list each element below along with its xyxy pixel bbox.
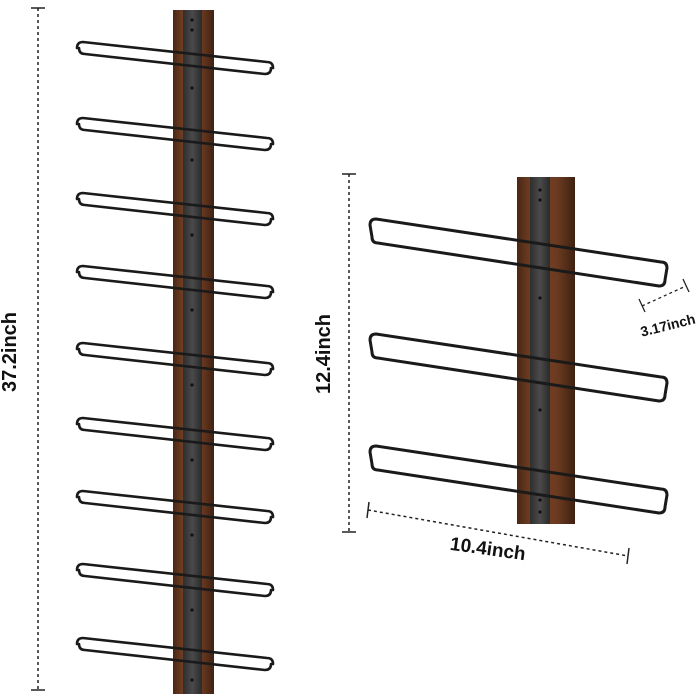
tall-rack-rail xyxy=(75,341,275,377)
short-rack-metal-strip xyxy=(530,177,550,524)
dimension-depth: 3.17inch xyxy=(638,278,697,340)
tall-rack-screw xyxy=(190,233,194,237)
short-rack-screw xyxy=(538,408,542,412)
short-rack-rails xyxy=(368,217,669,515)
tall-rack-rail xyxy=(75,191,275,227)
tall-rack-screws xyxy=(190,18,194,682)
short-rack-screws xyxy=(538,188,542,514)
short-wine-rack xyxy=(368,177,669,524)
tall-rack-screw xyxy=(190,458,194,462)
short-rack-screw xyxy=(538,198,542,202)
depth-label: 3.17inch xyxy=(639,311,697,340)
tall-rack-screw xyxy=(190,533,194,537)
dimension-width: 10.4inch xyxy=(366,501,630,565)
tall-rack-screw xyxy=(190,383,194,387)
tall-rack-rail xyxy=(75,40,275,76)
short-rack-screw xyxy=(538,188,542,192)
dimension-height-short: 12.4inch xyxy=(313,173,356,533)
width-label: 10.4inch xyxy=(449,534,527,565)
tall-rack-rail xyxy=(75,116,275,152)
tall-rack-screw xyxy=(190,18,194,22)
tall-rack-metal-strip xyxy=(183,10,202,694)
tall-rack-rails xyxy=(75,40,275,672)
tall-rack-rail xyxy=(75,489,275,525)
short-rack-rail xyxy=(368,217,669,288)
short-rack-rail xyxy=(368,332,669,403)
tall-rack-screw xyxy=(190,608,194,612)
tall-rack-screw xyxy=(190,678,194,682)
short-rack-screw xyxy=(538,498,542,502)
tall-rack-screw xyxy=(190,28,194,32)
short-rack-screw xyxy=(538,296,542,300)
tall-rack-screw xyxy=(190,86,194,90)
height-short-label: 12.4inch xyxy=(313,314,335,394)
short-rack-rail xyxy=(368,444,669,515)
tall-rack-screw xyxy=(190,158,194,162)
dimension-height-full: 37.2inch xyxy=(0,7,45,691)
short-rack-screw xyxy=(538,510,542,514)
tall-wine-rack xyxy=(75,10,275,694)
tall-rack-rail xyxy=(75,416,275,452)
tall-rack-rail xyxy=(75,562,275,598)
height-full-label: 37.2inch xyxy=(0,312,21,392)
tall-rack-rail xyxy=(75,264,275,300)
tall-rack-screw xyxy=(190,308,194,312)
tall-rack-rail xyxy=(75,636,275,672)
